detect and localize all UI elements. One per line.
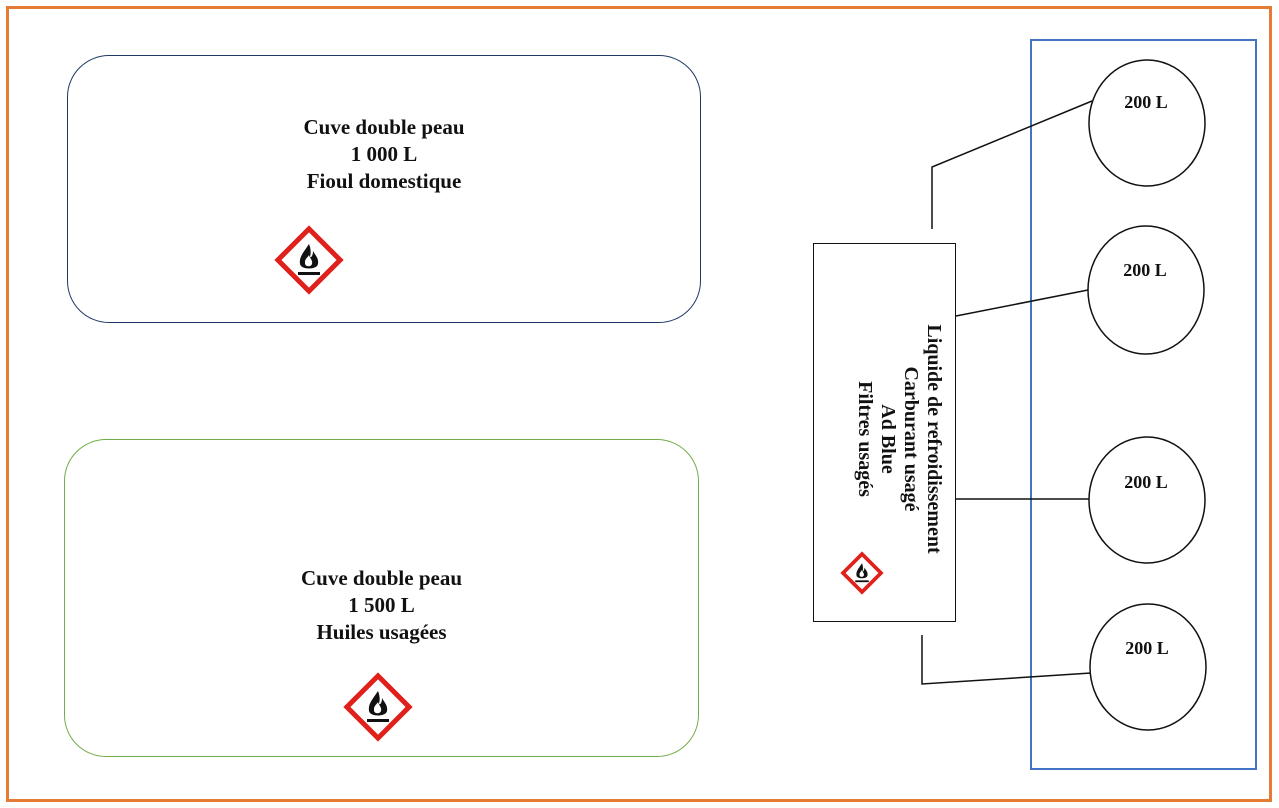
- cabinet-line: Carburant usagé: [900, 366, 922, 512]
- connector-line: [931, 100, 1093, 229]
- cabinet-label: Liquide de refroidissement Carburant usa…: [853, 284, 945, 594]
- drum-circle: [1088, 436, 1206, 564]
- drum-rack-area: [1030, 39, 1257, 770]
- connector-line: [921, 635, 1092, 685]
- tank-label: Cuve double peau 1 000 L Fioul domestiqu…: [68, 114, 700, 195]
- flammable-hazard-icon: [840, 551, 884, 600]
- drum-capacity-label: 200 L: [1123, 260, 1167, 280]
- tank-capacity: 1 500 L: [348, 593, 415, 617]
- tank-label: Cuve double peau 1 500 L Huiles usagées: [65, 565, 698, 646]
- drum-circle: [1089, 603, 1207, 731]
- page-frame: [6, 6, 1272, 802]
- cabinet-line: Filtres usagés: [854, 381, 876, 497]
- tank-huiles-usagees: Cuve double peau 1 500 L Huiles usagées: [64, 439, 699, 757]
- tank-capacity: 1 000 L: [350, 142, 418, 166]
- tank-fioul-domestique: Cuve double peau 1 000 L Fioul domestiqu…: [67, 55, 701, 323]
- drum-capacity-label: 200 L: [1124, 472, 1168, 492]
- flammable-hazard-icon: [342, 671, 414, 748]
- flammable-hazard-icon: [273, 224, 345, 301]
- cabinet-line: Ad Blue: [877, 404, 899, 474]
- connector-line: [955, 289, 1089, 317]
- storage-cabinet: [813, 243, 956, 622]
- tank-type: Cuve double peau: [303, 115, 465, 139]
- tank-content: Huiles usagées: [316, 620, 447, 644]
- drum-capacity-label: 200 L: [1125, 638, 1169, 658]
- drum-circle: [1088, 59, 1206, 187]
- tank-type: Cuve double peau: [300, 566, 463, 590]
- cabinet-line: Liquide de refroidissement: [923, 324, 945, 554]
- drum-capacity-label: 200 L: [1124, 92, 1168, 112]
- drum-circle: [1087, 225, 1205, 355]
- tank-content: Fioul domestique: [306, 169, 462, 193]
